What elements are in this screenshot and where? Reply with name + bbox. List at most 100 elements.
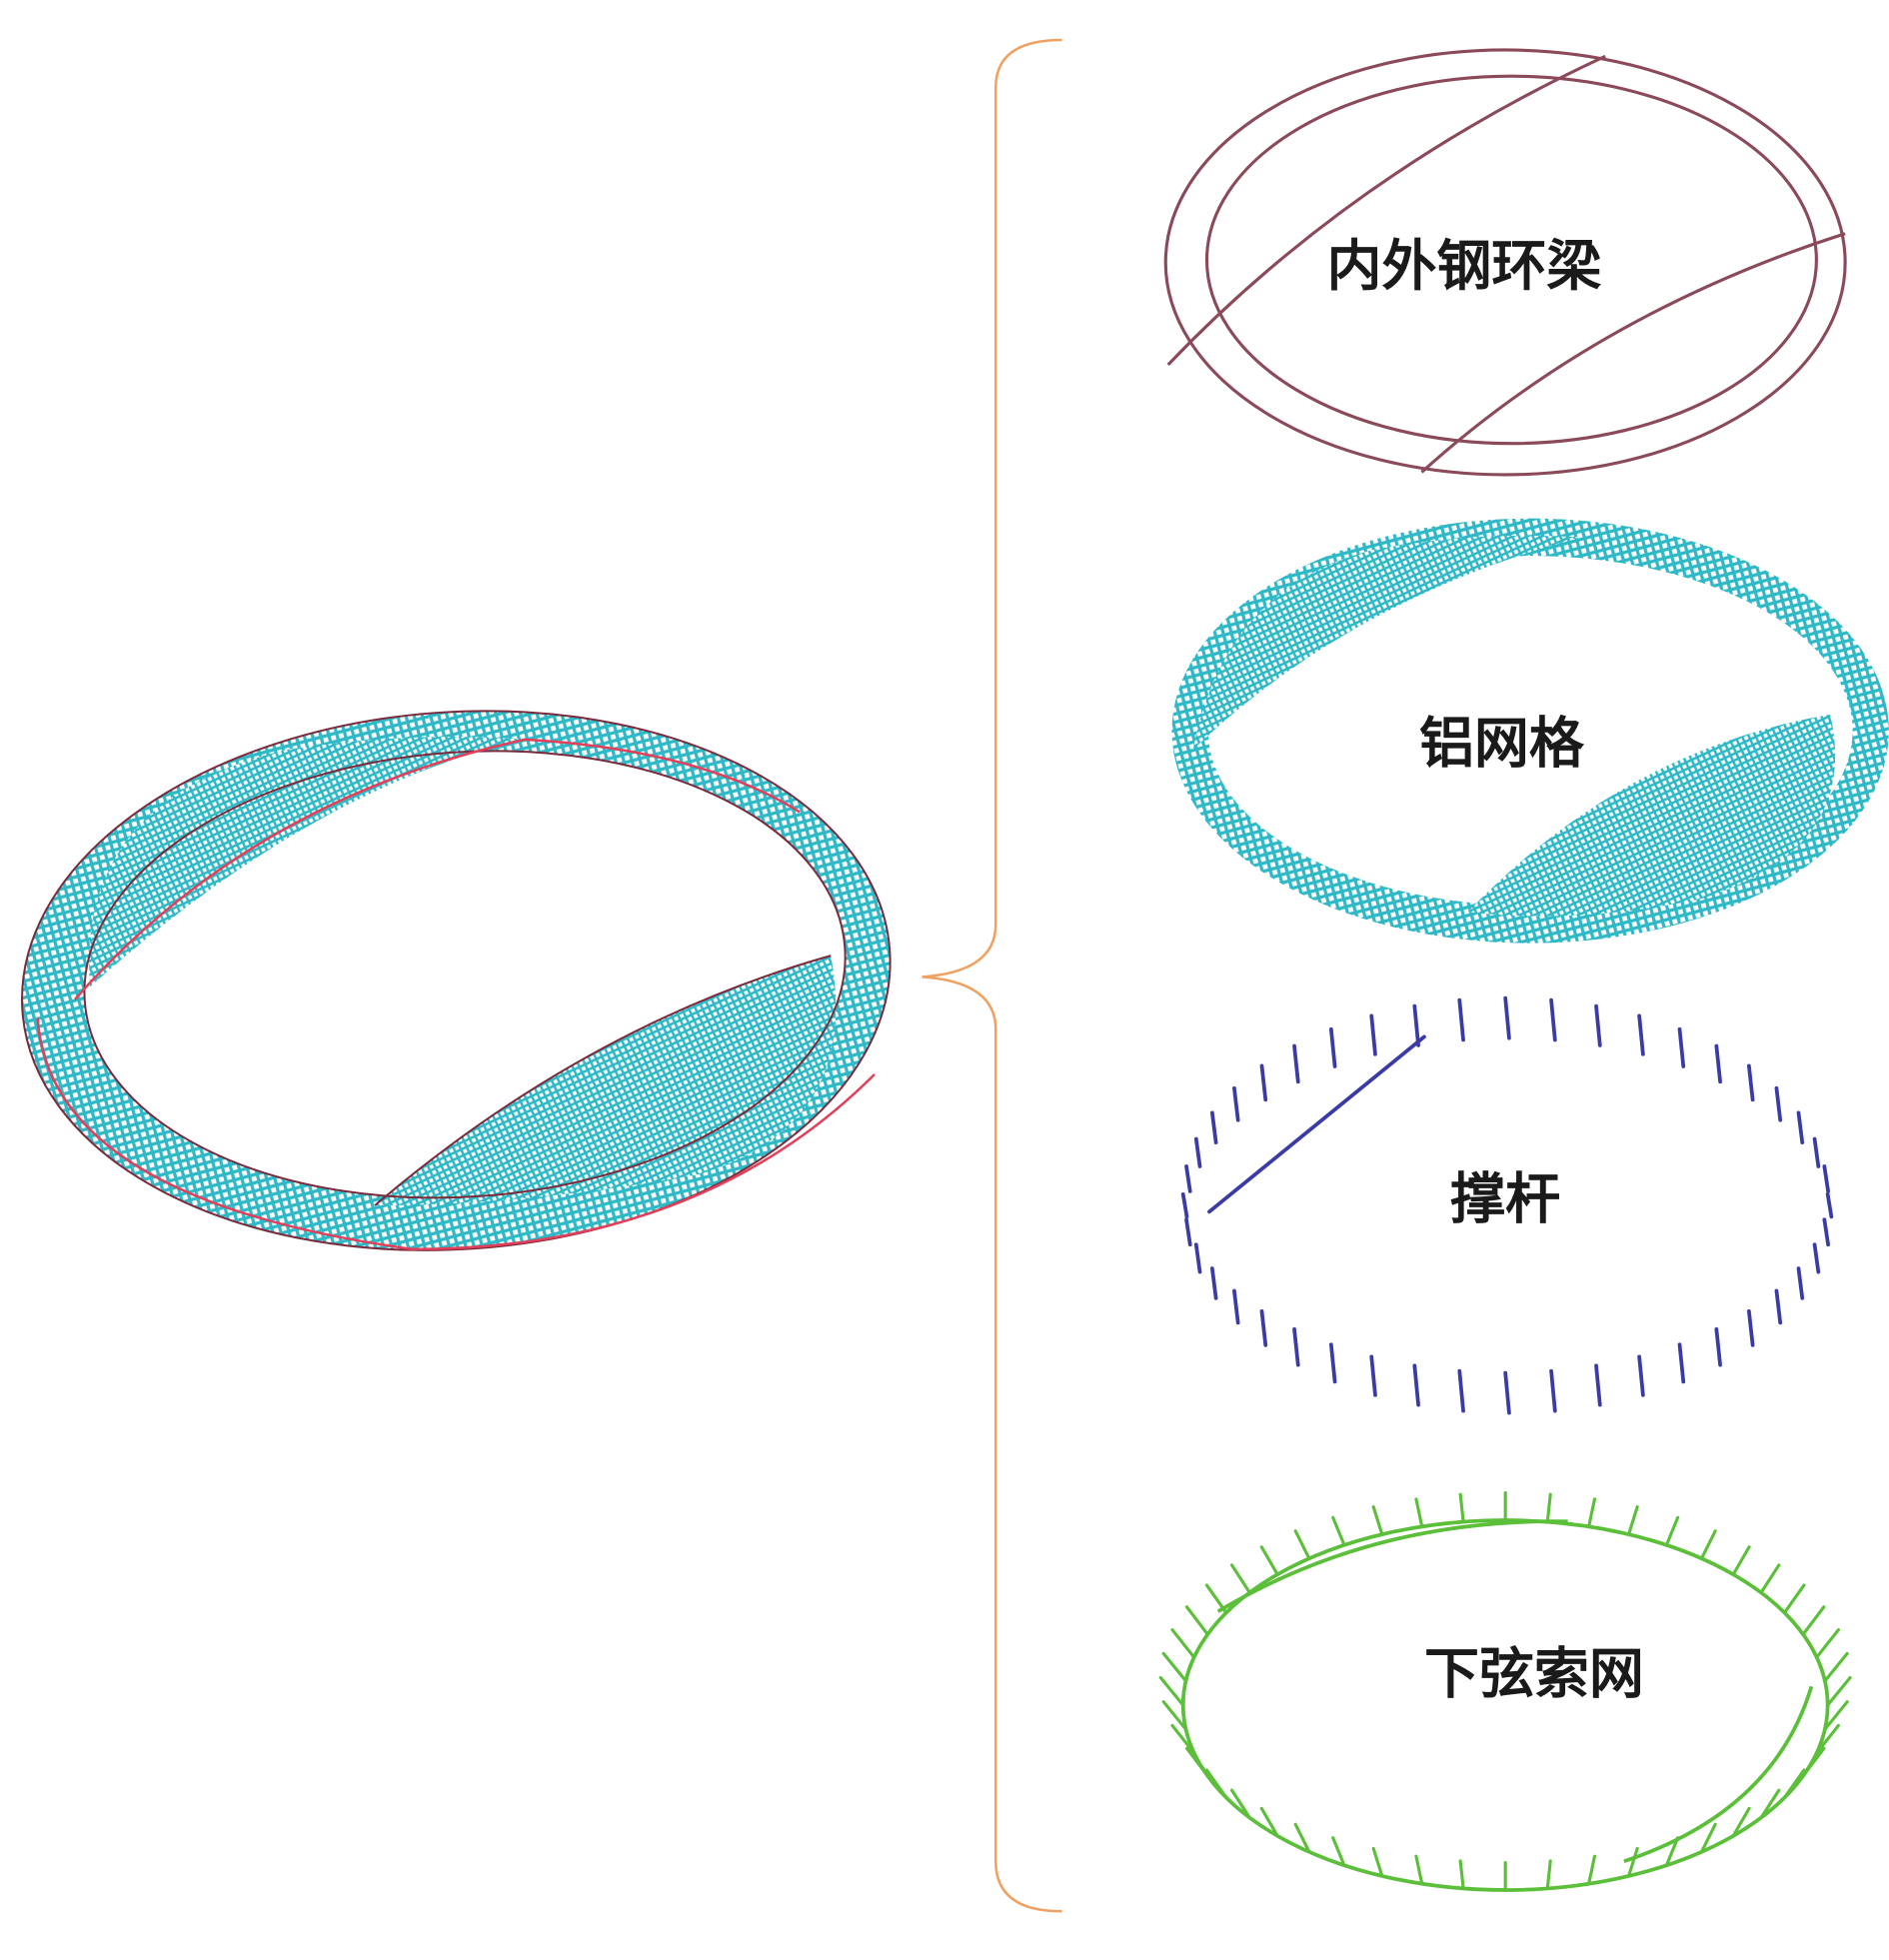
strut — [1292, 1327, 1300, 1367]
cable-hanger — [1158, 1675, 1185, 1707]
strut — [1747, 1309, 1755, 1347]
strut — [1412, 1003, 1420, 1047]
cable-hanger — [1170, 1628, 1196, 1659]
strut — [1328, 1342, 1337, 1384]
cable-hanger — [1259, 1806, 1279, 1838]
strut — [1714, 1043, 1722, 1084]
cable-hanger — [1664, 1836, 1680, 1867]
strut — [1457, 997, 1465, 1042]
strut — [1747, 1063, 1755, 1102]
strut — [1232, 1085, 1240, 1122]
cable-hanger — [1545, 1492, 1552, 1524]
cable-hanger — [1826, 1675, 1852, 1707]
strut — [1796, 1266, 1805, 1300]
strut — [1822, 1164, 1830, 1193]
cable-hanger — [1801, 1746, 1826, 1778]
strut — [1677, 1026, 1686, 1068]
lens-edge-lower — [374, 955, 832, 1206]
cable-hanger — [1759, 1563, 1781, 1594]
cable-hanger — [1204, 1768, 1228, 1800]
cable-hanger — [1587, 1854, 1597, 1886]
chord-beam-1 — [1166, 54, 1606, 367]
strut — [1369, 1354, 1377, 1397]
cable-hanger — [1627, 1846, 1639, 1878]
component-lower-cable-net: 下弦索网 — [1158, 1490, 1852, 1892]
strut — [1193, 1136, 1202, 1168]
strut — [1259, 1063, 1268, 1102]
strut — [1193, 1242, 1202, 1274]
upper-grid-lens — [89, 737, 526, 987]
cable-hanger — [1293, 1529, 1311, 1560]
grouping-bracket — [922, 38, 1062, 1913]
cable-hanger — [1161, 1651, 1188, 1683]
label-steel-ring-beams: 内外钢环梁 — [1326, 233, 1601, 298]
strut — [1774, 1288, 1783, 1325]
strut — [1209, 1266, 1218, 1300]
cable-hanger — [1331, 1836, 1346, 1867]
strut — [1259, 1309, 1268, 1347]
cable-hanger — [1731, 1545, 1751, 1576]
cable-hanger — [1293, 1822, 1311, 1854]
cable-hanger — [1815, 1628, 1840, 1659]
strut — [1637, 1013, 1645, 1056]
strut — [1796, 1110, 1805, 1144]
cable-hanger — [1587, 1497, 1597, 1528]
cable-hanger — [1545, 1859, 1552, 1890]
strut — [1184, 1164, 1192, 1193]
strut — [1412, 1363, 1420, 1407]
strut — [1594, 1003, 1602, 1047]
cable-hanger — [1782, 1768, 1806, 1800]
cable-hanger — [1371, 1846, 1384, 1878]
strut — [1774, 1085, 1783, 1122]
cable-lower-arc — [1623, 1685, 1814, 1864]
strut — [1369, 1013, 1377, 1056]
outer-ring-grid — [12, 693, 903, 1268]
cable-hanger — [1184, 1746, 1209, 1778]
cable-hanger — [1731, 1806, 1751, 1838]
strut — [1184, 1217, 1192, 1247]
cable-hanger — [1699, 1529, 1717, 1560]
lower-grid-lens — [375, 956, 837, 1206]
cable-hanger — [1204, 1583, 1228, 1615]
strut — [1822, 1217, 1830, 1247]
strut — [1180, 1191, 1189, 1219]
cable-upper-arc — [1216, 1519, 1568, 1613]
strut — [1594, 1363, 1602, 1407]
cable-hanger — [1801, 1605, 1826, 1636]
strut — [1714, 1327, 1722, 1367]
cable-hanger — [1161, 1700, 1188, 1731]
cable-hanger — [1414, 1497, 1424, 1528]
strut — [1812, 1242, 1821, 1274]
strut — [1812, 1136, 1821, 1168]
strut-chord — [1207, 1034, 1426, 1214]
cable-hanger — [1229, 1563, 1251, 1594]
inner-steel-ring — [83, 750, 847, 1199]
strut — [1825, 1191, 1834, 1219]
cable-hanger — [1823, 1651, 1849, 1683]
strut — [1637, 1354, 1645, 1397]
cable-hanger — [1458, 1859, 1465, 1890]
component-steel-ring-beams: 内外钢环梁 — [1163, 48, 1847, 477]
cable-hanger — [1170, 1723, 1196, 1755]
assembled-roof-structure — [12, 693, 903, 1268]
label-struts: 撑杆 — [1450, 1166, 1560, 1231]
cable-hanger — [1815, 1723, 1840, 1755]
cable-upper — [74, 738, 801, 1000]
strut — [1328, 1026, 1337, 1068]
cable-hanger — [1627, 1505, 1639, 1536]
component-aluminum-grid: 铝网格 — [1167, 514, 1889, 950]
strut — [1549, 997, 1557, 1042]
strut — [1503, 1370, 1511, 1415]
cable-hanger — [1458, 1492, 1465, 1524]
cable-hanger — [1229, 1788, 1251, 1820]
label-lower-cable-net: 下弦索网 — [1424, 1641, 1644, 1706]
strut — [1549, 1368, 1557, 1413]
cable-hanger — [1664, 1515, 1680, 1547]
cable-hanger — [1331, 1515, 1346, 1547]
cable-hanger — [1184, 1605, 1209, 1636]
cable-hanger — [1782, 1583, 1806, 1615]
strut — [1677, 1342, 1686, 1384]
cable-hanger — [1823, 1700, 1849, 1731]
strut — [1292, 1043, 1300, 1084]
